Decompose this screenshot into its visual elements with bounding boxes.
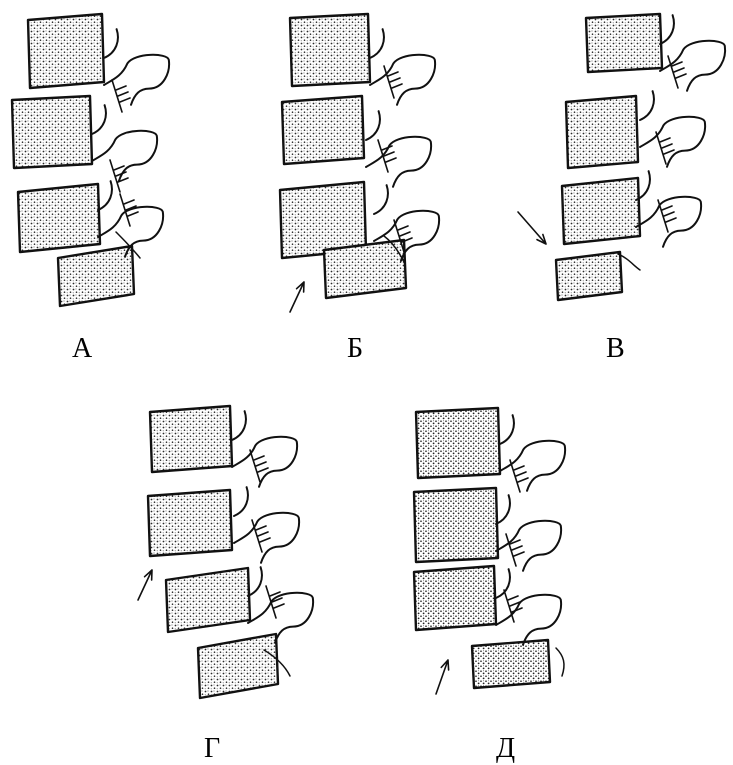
vertebral-body-v-4 [556,252,622,300]
posterior-arch-v-2 [640,91,705,167]
facet-joint-b-2 [378,140,396,172]
posterior-arch-a-3 [98,181,163,257]
arrow-v [518,212,546,244]
posterior-arch-d-1 [500,415,565,491]
vertebral-body-b-4 [324,240,406,298]
vertebral-body-g-4 [198,634,278,698]
panel-label-b: Б [347,333,363,364]
posterior-arch-b-1 [370,29,435,105]
facet-joint-d-2 [506,534,524,566]
panel-label-g: Г [204,733,220,764]
posterior-arch-a-2 [92,105,157,181]
panel-label-d: Д [496,733,515,764]
panel-label-v: В [606,333,625,364]
posterior-arch-d-2 [496,495,561,571]
panel-label-a: А [72,333,93,364]
posterior-arch-g-2 [234,487,299,563]
posterior-arch-d-3 [496,569,561,645]
facet-joint-d-1 [510,460,528,492]
vertebral-body-v-1 [586,14,662,72]
arrow-b [290,282,304,312]
posterior-arch-v-1 [660,15,725,91]
arrow-g [138,570,152,600]
panel-d [414,408,565,694]
facet-joint-a-1 [112,80,130,112]
facet-joint-g-3 [266,586,284,618]
detail-stroke-5 [556,648,564,676]
vertebral-body-g-3 [166,568,250,632]
vertebral-body-g-2 [148,490,232,556]
vertebral-body-v-3 [562,178,640,244]
vertebral-body-a-3 [18,184,100,252]
posterior-arch-b-2 [366,111,431,187]
panel-a [12,14,169,306]
posterior-arch-g-1 [232,411,297,487]
vertebral-body-b-1 [290,14,370,86]
facet-joint-b-1 [384,66,402,98]
panel-g [138,406,313,698]
facet-joint-d-3 [504,590,522,622]
vertebral-body-d-1 [416,408,500,478]
vertebral-body-g-1 [150,406,232,472]
vertebral-body-a-2 [12,96,92,168]
vertebral-body-d-4 [472,640,550,688]
panel-b [280,14,439,312]
vertebral-body-d-3 [414,566,496,630]
facet-joint-g-1 [250,450,268,482]
panel-v [518,14,725,300]
posterior-arch-a-1 [104,29,169,105]
vertebral-body-a-1 [28,14,104,88]
vertebral-body-d-2 [414,488,498,562]
arrow-d [436,660,449,694]
posterior-arch-v-3 [636,171,701,247]
vertebral-body-v-2 [566,96,638,168]
vertebral-body-b-2 [282,96,364,164]
vertebral-body-a-4 [58,246,134,306]
facet-joint-v-1 [668,56,686,88]
